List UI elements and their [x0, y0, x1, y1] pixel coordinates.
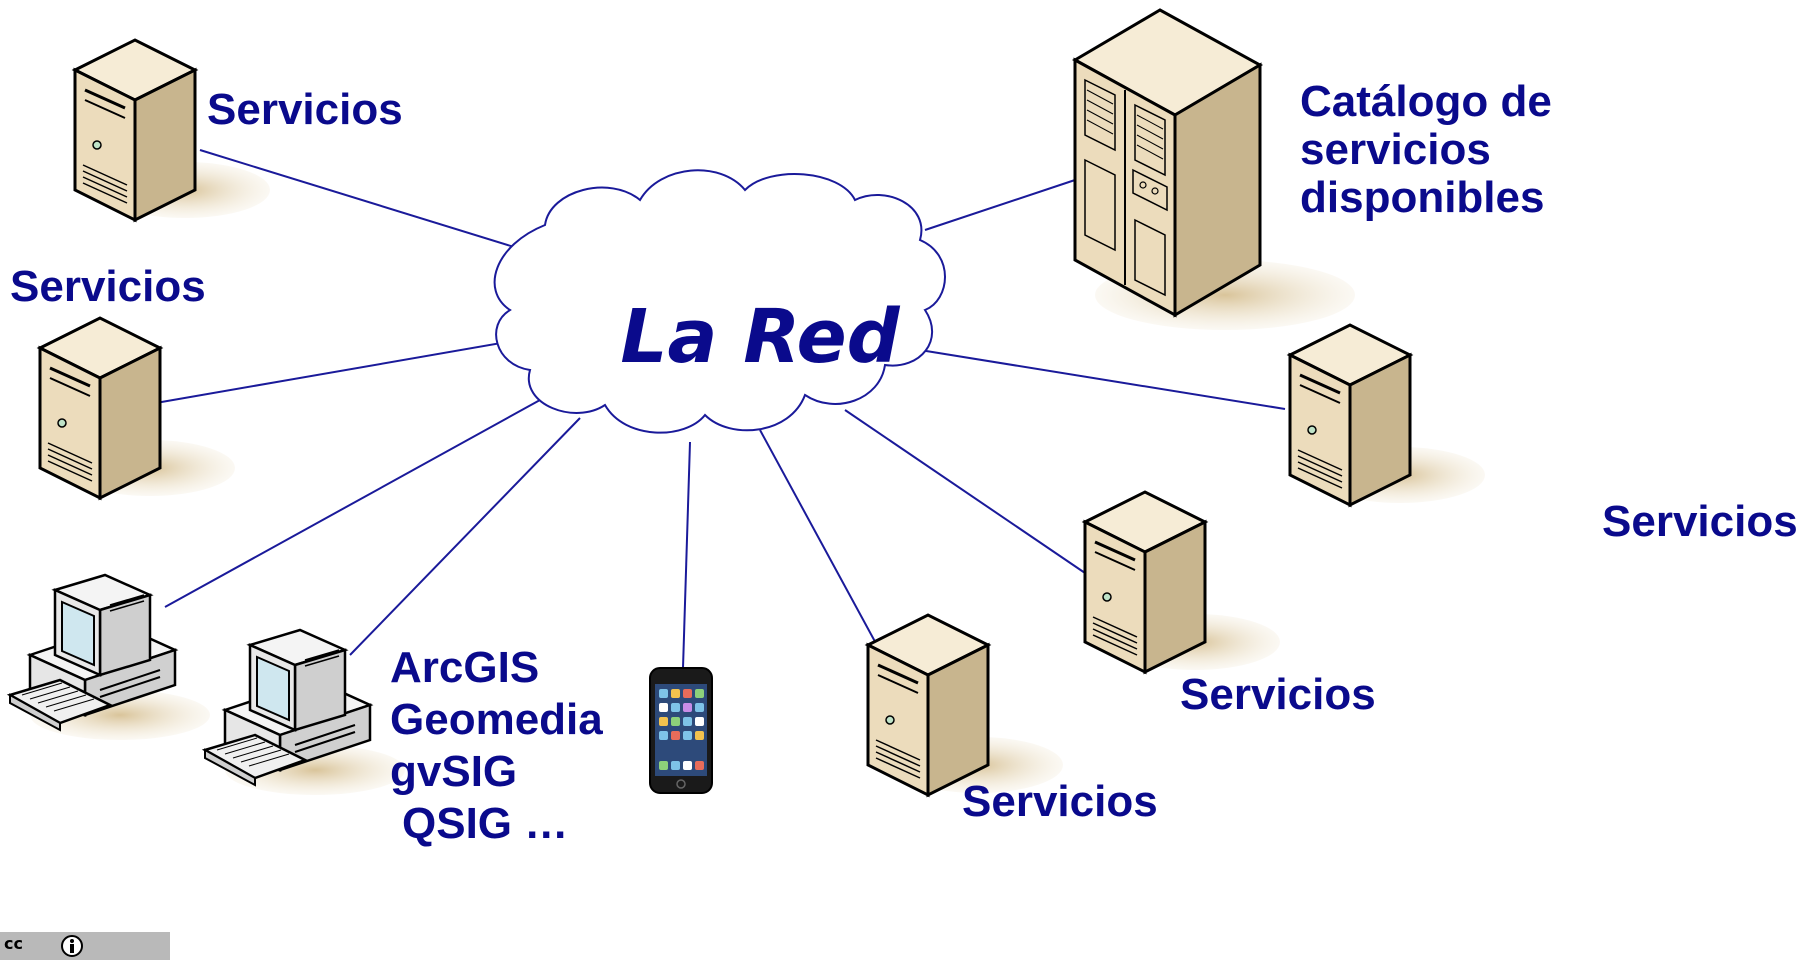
cc-label: cc: [4, 934, 23, 953]
label-servicios-right: Servicios: [1602, 497, 1798, 546]
link-left-pc: [164, 399, 541, 608]
link-left-server: [149, 337, 531, 405]
link-software-pc: [349, 417, 581, 656]
server-right-icon: [1288, 323, 1487, 507]
catalog-server-icon: [1071, 8, 1355, 330]
label-catalogo-line3: disponibles: [1300, 173, 1545, 222]
link-bottom-server: [759, 429, 886, 661]
label-servicios-left: Servicios: [10, 262, 206, 311]
label-software-arcgis: ArcGIS: [390, 643, 540, 692]
server-mid-right-icon: [1083, 490, 1282, 674]
connection-lines: [149, 149, 1286, 669]
network-cloud: [493, 169, 946, 434]
label-catalogo-line2: servicios: [1300, 125, 1491, 174]
link-right-server: [919, 349, 1286, 410]
label-servicios-top-left: Servicios: [207, 85, 403, 134]
server-left-icon: [38, 316, 237, 500]
label-servicios-mid-right: Servicios: [1180, 670, 1376, 719]
link-mid-right-server: [844, 409, 1086, 574]
license-badge: cc: [0, 932, 170, 960]
label-software-qsig: QSIG …: [402, 799, 569, 848]
label-catalogo-line1: Catálogo de: [1300, 77, 1552, 126]
link-catalog-server: [924, 179, 1076, 231]
smartphone-icon: [649, 667, 713, 794]
desktop-pc-software-icon: [203, 628, 407, 797]
server-bottom-icon: [866, 613, 1065, 797]
link-phone: [682, 441, 691, 669]
cloud-label: La Red: [620, 294, 900, 380]
person-icon: [61, 935, 83, 957]
label-software-geomedia: Geomedia: [390, 695, 603, 744]
label-servicios-bottom: Servicios: [962, 777, 1158, 826]
label-software-gvsig: gvSIG: [390, 747, 518, 796]
link-top-left-server: [199, 149, 541, 256]
